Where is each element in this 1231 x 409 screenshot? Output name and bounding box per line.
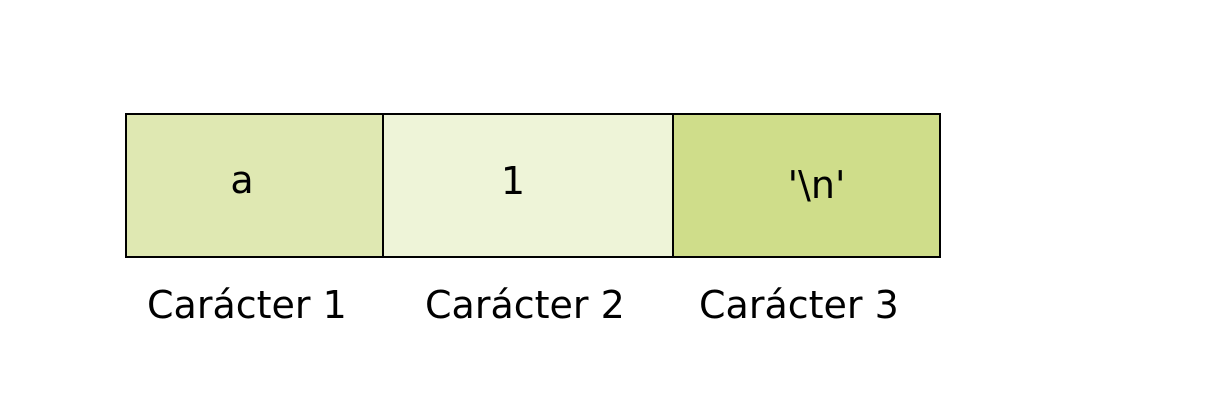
character-label-1: Carácter 1 [147,283,347,327]
character-labels: Carácter 1 Carácter 2 Carácter 3 [125,283,941,333]
character-cell-2-value: 1 [500,158,526,203]
character-cell-2: 1 [382,115,672,256]
character-label-2: Carácter 2 [425,283,625,327]
character-cell-1: a [127,115,382,256]
character-cell-1-value: a [230,157,254,202]
character-cell-3: '\n' [672,115,939,256]
character-cell-3-value: '\n' [787,162,846,207]
character-label-3: Carácter 3 [699,283,899,327]
character-cells: a 1 '\n' [125,113,941,258]
